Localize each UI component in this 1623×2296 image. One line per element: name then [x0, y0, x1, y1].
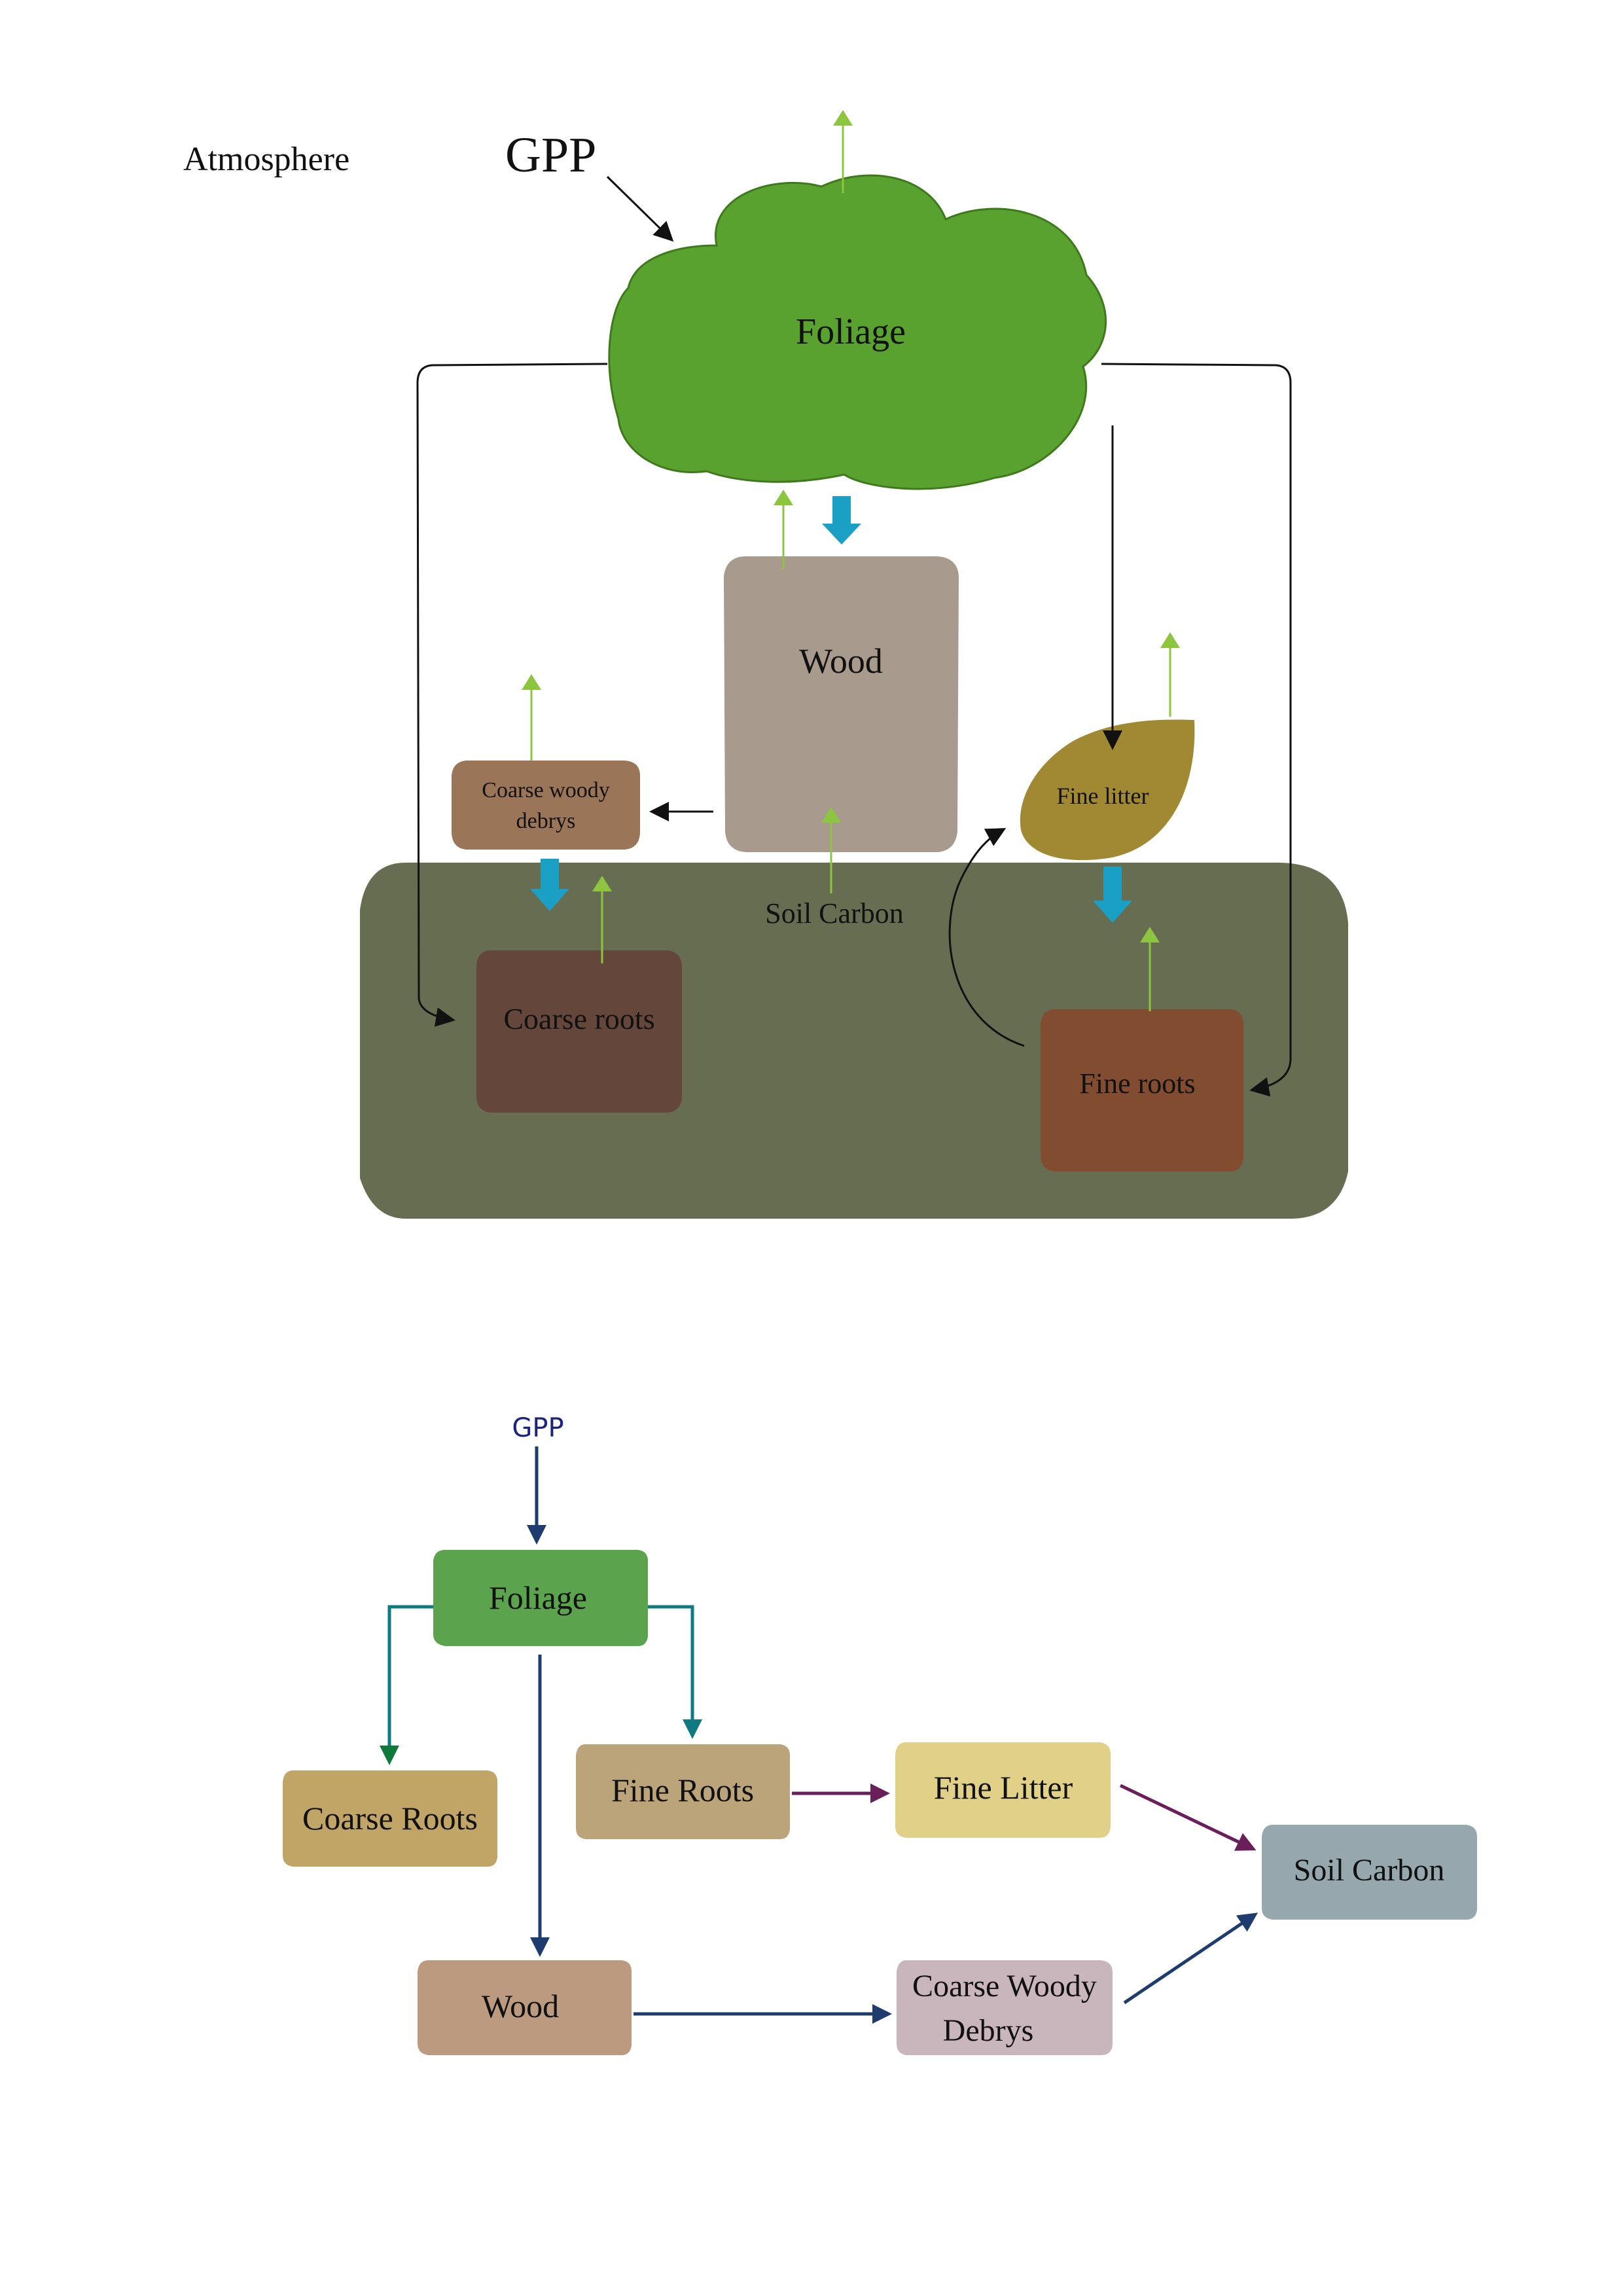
fine-litter-leaf [1020, 719, 1195, 861]
bottom-wood-label: Wood [482, 1988, 559, 2024]
bottom-diagram: GPP Foliage Coarse Roots Fine Roots Fine… [283, 1413, 1477, 2055]
bottom-gpp-label: GPP [512, 1413, 563, 1443]
fine-roots-to-fine-litter-curve [948, 828, 1025, 1047]
wood-label: Wood [799, 641, 883, 681]
soil-carbon-label: Soil Carbon [765, 897, 903, 929]
foliage-to-coarse-roots-line [416, 363, 608, 1027]
bottom-fine-litter-to-soil-carbon-arrow [1119, 1784, 1257, 1851]
fine-roots-label: Fine roots [1079, 1067, 1195, 1100]
bottom-fine-litter-label: Fine Litter [934, 1769, 1073, 1806]
bottom-coarse-woody-label-line2: Debrys [943, 2013, 1034, 2048]
bottom-fine-litter-box [895, 1742, 1111, 1838]
bottom-fine-roots-label: Fine Roots [611, 1772, 754, 1808]
foliage-to-wood-blue-arrow [822, 496, 861, 545]
bottom-foliage-to-coarse-roots-arrow [380, 1605, 433, 1765]
coarse-woody-label-line1: Coarse woody [482, 778, 609, 802]
bottom-coarse-woody-to-soil-carbon-arrow [1123, 1912, 1258, 2005]
gpp-label: GPP [505, 128, 596, 183]
foliage-cloud [608, 174, 1107, 490]
foliage-to-fine-roots-line [1101, 363, 1292, 1097]
foliage-label: Foliage [796, 312, 906, 352]
atmosphere-label: Atmosphere [183, 141, 349, 178]
top-diagram: Atmosphere GPP Foliage Wood Coarse woody… [183, 110, 1348, 1219]
bottom-soil-carbon-label: Soil Carbon [1294, 1853, 1445, 1888]
bottom-foliage-label: Foliage [489, 1579, 587, 1616]
bottom-foliage-box [433, 1550, 648, 1646]
fine-litter-to-fine-roots-blue-arrow [1093, 867, 1132, 923]
bottom-coarse-roots-label: Coarse Roots [302, 1800, 478, 1837]
gpp-arrow [606, 175, 674, 242]
bottom-wood-box [418, 1960, 632, 2055]
bottom-coarse-woody-label-line1: Coarse Woody [912, 1969, 1097, 2003]
fine-litter-label: Fine litter [1057, 783, 1149, 809]
bottom-fine-roots-box [576, 1744, 790, 1839]
coarse-woody-box [452, 761, 640, 850]
coarse-woody-label-line2: debrys [516, 809, 576, 833]
coarse-roots-box [476, 950, 682, 1113]
bottom-soil-carbon-box [1262, 1825, 1477, 1920]
bottom-coarse-woody-box [897, 1960, 1113, 2055]
coarse-roots-label: Coarse roots [503, 1002, 654, 1035]
wood-box [724, 556, 959, 852]
bottom-foliage-to-fine-roots-arrow [648, 1605, 702, 1739]
bottom-coarse-roots-box [283, 1770, 497, 1867]
coarse-woody-to-coarse-roots-blue-arrow [530, 859, 569, 911]
fine-roots-box [1041, 1009, 1243, 1172]
